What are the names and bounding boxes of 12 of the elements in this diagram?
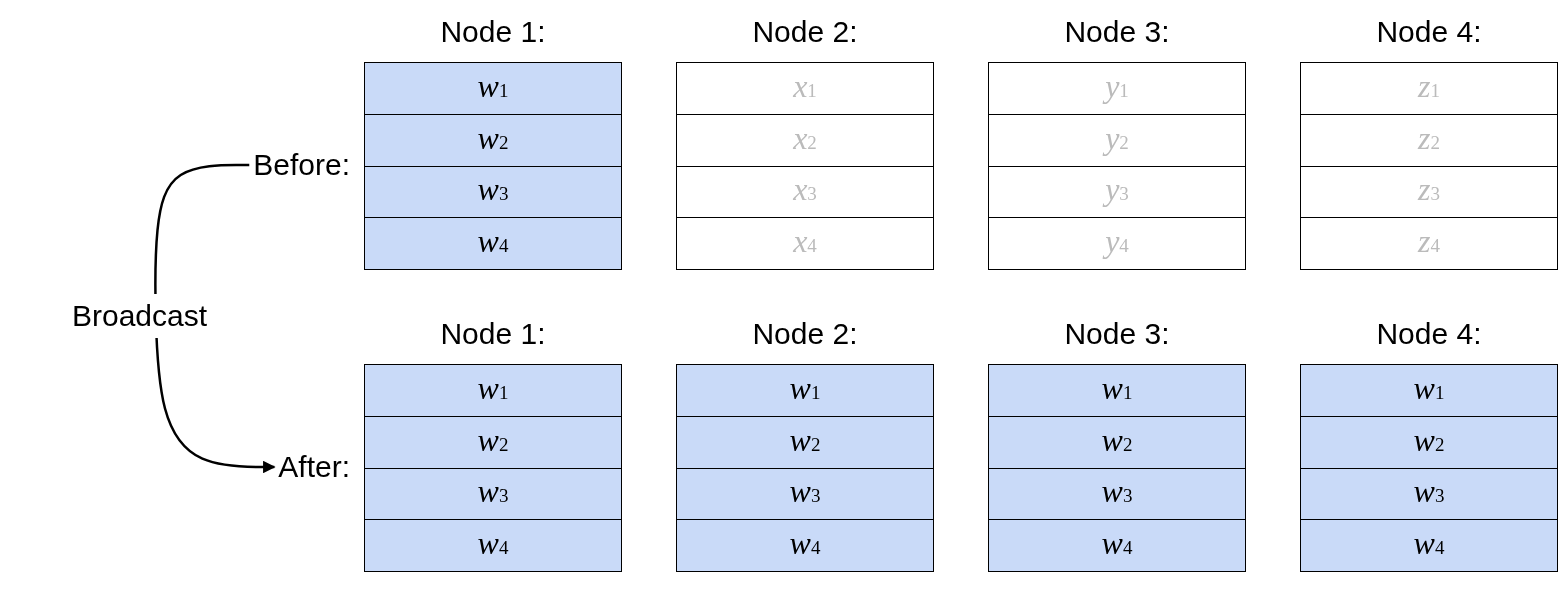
curved-arrow (154, 163, 276, 474)
node-heading: Node 2: (751, 14, 859, 50)
node-heading: Node 1: (439, 14, 547, 50)
node-heading: Node 3: (1063, 316, 1171, 352)
stage-label: After: (278, 449, 350, 485)
node-heading: Node 2: (751, 316, 859, 352)
edge-label: Broadcast (72, 294, 208, 338)
node-heading: Node 1: (439, 316, 547, 352)
stage-label: Before: (253, 147, 350, 183)
node-heading: Node 3: (1063, 14, 1171, 50)
node-heading: Node 4: (1375, 14, 1483, 50)
node-heading: Node 4: (1375, 316, 1483, 352)
